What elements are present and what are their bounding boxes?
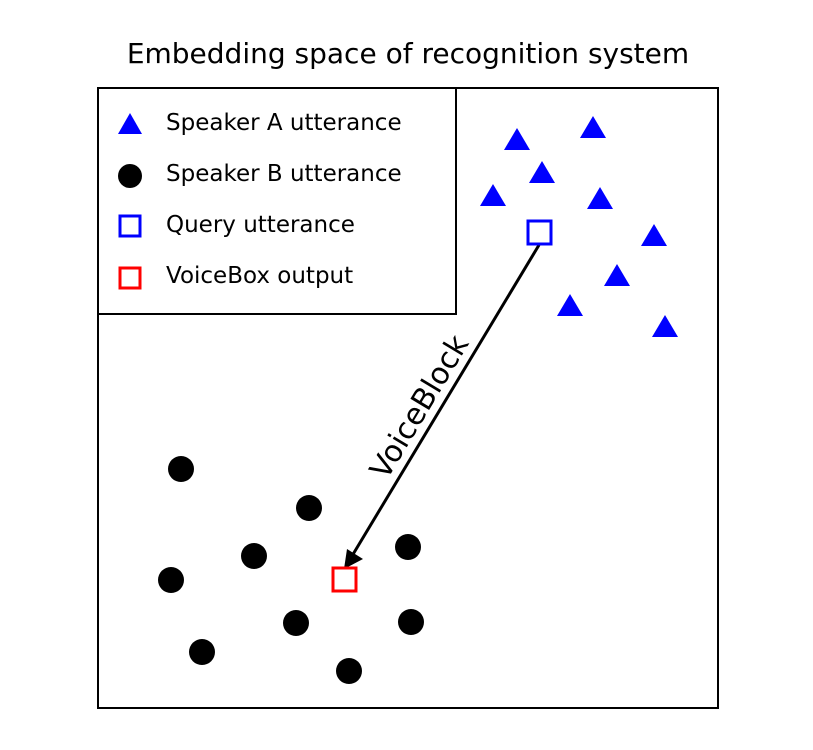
speaker-a-points bbox=[480, 116, 678, 337]
legend-label-speaker-b: Speaker B utterance bbox=[166, 161, 402, 187]
speaker-a-point bbox=[641, 224, 667, 246]
query-utterance-marker bbox=[526, 219, 553, 246]
legend-item-speaker-a: Speaker A utterance bbox=[118, 110, 402, 136]
speaker-b-points bbox=[158, 456, 424, 684]
legend-item-query: Query utterance bbox=[118, 212, 355, 238]
legend-item-speaker-b: Speaker B utterance bbox=[118, 161, 402, 188]
legend-item-voicebox-output: VoiceBox output bbox=[118, 263, 353, 290]
speaker-b-point bbox=[398, 609, 424, 635]
arrow-label: VoiceBlock bbox=[363, 329, 476, 486]
speaker-b-point bbox=[336, 658, 362, 684]
legend-label-speaker-a: Speaker A utterance bbox=[166, 110, 402, 136]
speaker-b-point bbox=[283, 610, 309, 636]
arrow-head bbox=[344, 549, 363, 569]
voicebox-output-marker bbox=[331, 566, 358, 593]
legend: Speaker A utterance Speaker B utterance … bbox=[97, 87, 457, 315]
speaker-a-point bbox=[529, 161, 555, 183]
speaker-a-point bbox=[587, 187, 613, 209]
speaker-a-point bbox=[652, 315, 678, 337]
legend-label-query: Query utterance bbox=[166, 212, 355, 238]
legend-triangle-marker bbox=[118, 113, 142, 134]
arrow-line bbox=[350, 244, 541, 557]
speaker-b-point bbox=[189, 639, 215, 665]
speaker-a-point bbox=[480, 184, 506, 206]
speaker-a-point bbox=[504, 128, 530, 150]
speaker-a-point bbox=[580, 116, 606, 138]
speaker-a-point bbox=[557, 294, 583, 316]
diagram-title: Embedding space of recognition system bbox=[127, 37, 689, 70]
speaker-b-point bbox=[395, 534, 421, 560]
legend-query-square-marker bbox=[118, 214, 142, 238]
speaker-b-point bbox=[296, 495, 322, 521]
legend-output-square-marker bbox=[118, 266, 142, 290]
legend-box bbox=[97, 87, 457, 315]
legend-label-voicebox-output: VoiceBox output bbox=[166, 263, 353, 289]
voiceblock-arrow bbox=[344, 244, 541, 569]
speaker-a-point bbox=[604, 264, 630, 286]
speaker-b-point bbox=[241, 543, 267, 569]
speaker-b-point bbox=[158, 567, 184, 593]
speaker-b-point bbox=[168, 456, 194, 482]
legend-circle-marker bbox=[118, 164, 142, 188]
